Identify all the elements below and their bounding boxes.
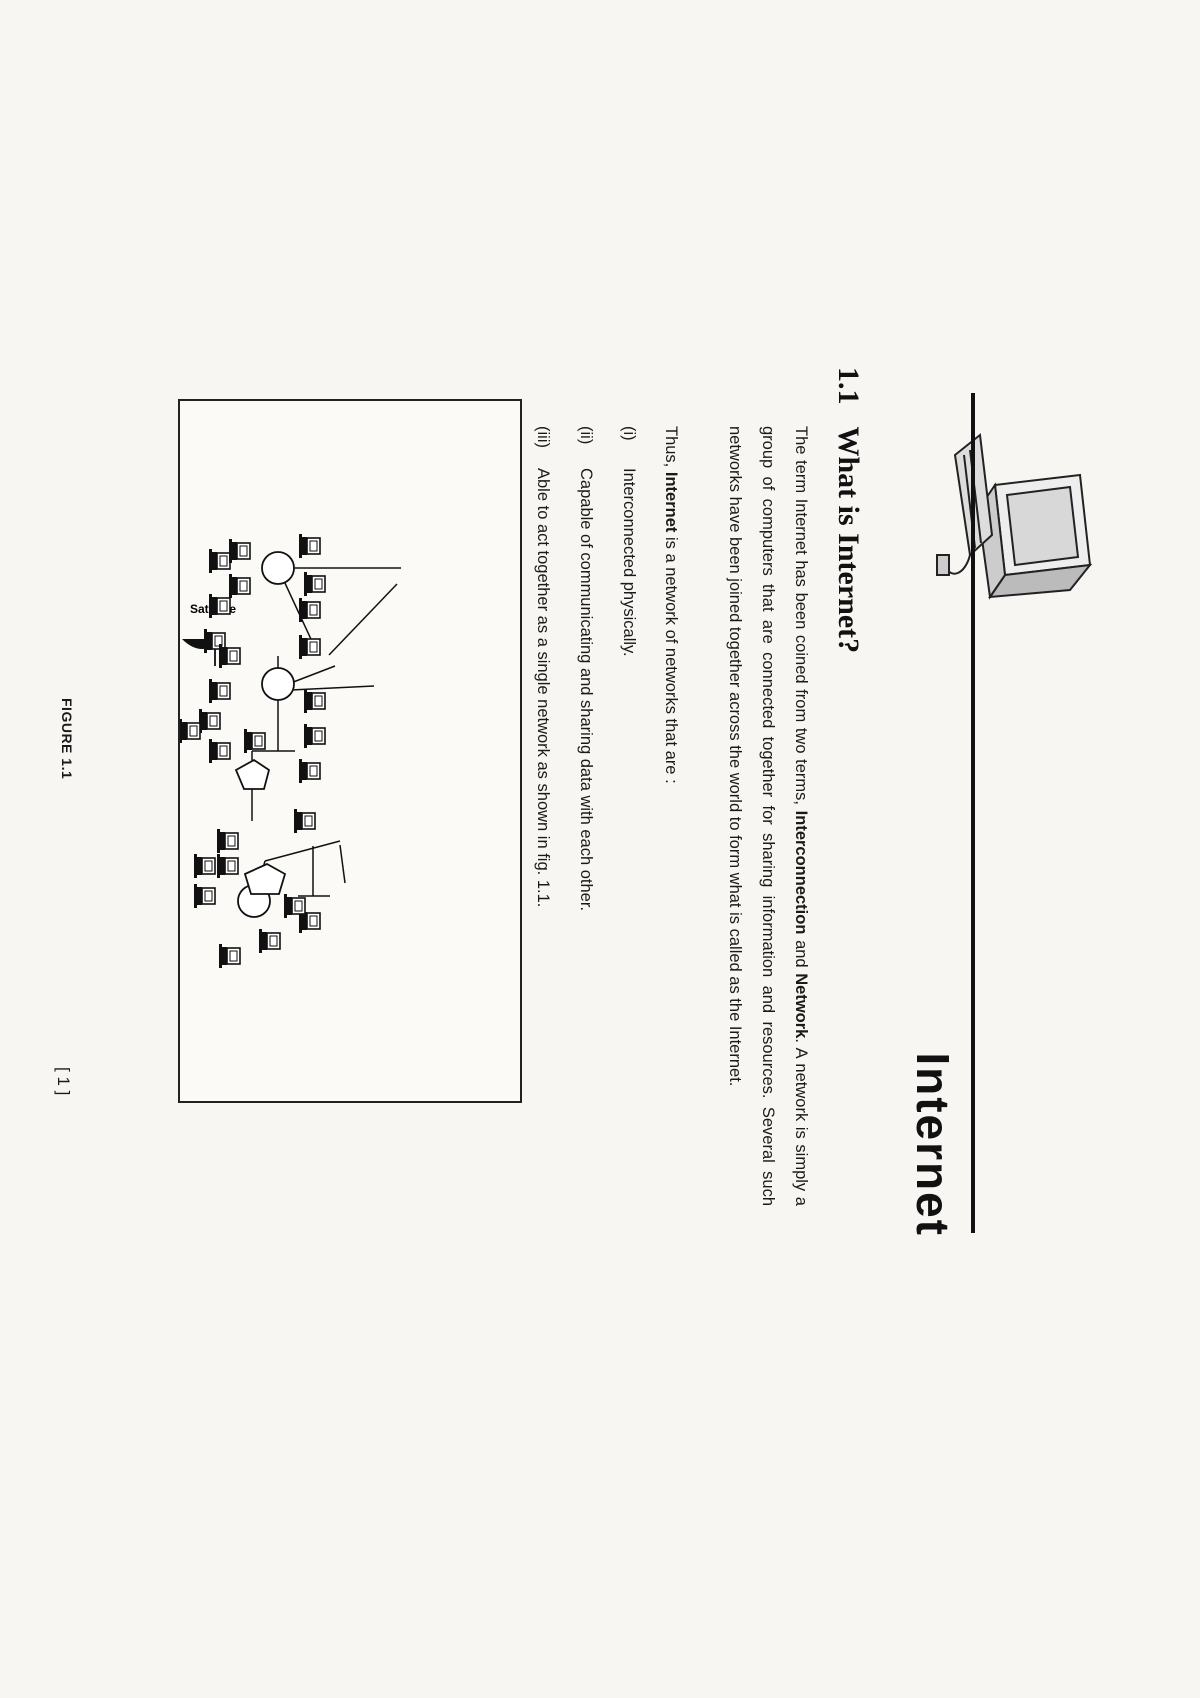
list-marker: (i): [620, 426, 638, 441]
section-number: 1.1: [832, 367, 865, 405]
hub: [237, 551, 295, 918]
computer-icon: [936, 433, 1093, 600]
list-marker: (iii): [534, 426, 552, 448]
list-item: (i) Interconnected physically.: [619, 426, 638, 1206]
router: [234, 758, 287, 895]
list-item: (iii) Able to act together as a single ne…: [533, 426, 552, 1206]
network-diagram: Satellite: [178, 533, 401, 969]
intro-text: The term Internet has been coined from t…: [792, 426, 810, 811]
term-internet: Internet: [662, 471, 680, 533]
thus-text: is a network of networks that are :: [662, 532, 680, 784]
chapter-title: Internet: [907, 1052, 959, 1237]
list-text: Able to act together as a single network…: [534, 468, 552, 908]
section-title: What is Internet?: [832, 426, 865, 654]
term-interconnection: Interconnection: [792, 810, 810, 935]
thus-text: Thus,: [662, 426, 680, 472]
intro-text: and: [792, 934, 810, 974]
thus-sentence: Thus, Internet is a network of networks …: [661, 426, 680, 1206]
term-network: Network: [792, 973, 810, 1039]
intro-paragraph: The term Internet has been coined from t…: [718, 426, 817, 1206]
list-marker: (ii): [577, 426, 595, 445]
figure-box: Satellite: [178, 399, 522, 1103]
chapter-rule: [971, 393, 975, 1233]
list-text: Capable of communicating and sharing dat…: [577, 468, 595, 912]
list-item: (ii) Capable of communicating and sharing…: [576, 426, 595, 1206]
page-number: [ 1 ]: [54, 1067, 73, 1096]
section-heading: 1.1What is Internet?: [831, 367, 865, 654]
book-page: Internet 1.1What is Internet? The term I…: [0, 367, 1093, 1295]
list-text: Interconnected physically.: [620, 468, 638, 657]
figure-caption: FIGURE 1.1: [59, 698, 75, 780]
network-links: [251, 567, 401, 902]
